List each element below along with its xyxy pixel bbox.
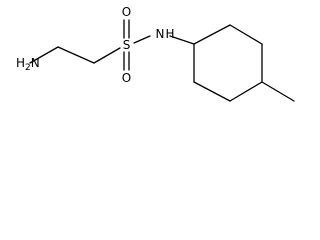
- ring-bond-4: [229, 81, 263, 102]
- skeletal-structure-diagram: H2N S O O N H: [16, 5, 295, 102]
- ring-bond-5: [193, 81, 231, 102]
- ring-bond-2: [229, 24, 263, 45]
- ring-bond-1: [193, 24, 231, 45]
- bond-nitrogen-to-ring: [169, 35, 195, 45]
- bond-amine-to-ch2: [29, 46, 59, 64]
- bond-sulfur-to-nitrogen: [133, 35, 151, 44]
- bond-ch2-to-ch2: [57, 46, 95, 64]
- nitrogen-hydrogen-label: H: [165, 27, 174, 41]
- oxygen-top-label: O: [122, 5, 131, 19]
- bond-ring-to-methyl: [261, 81, 295, 102]
- oxygen-bottom-label: O: [122, 71, 131, 85]
- nitrogen-label: N: [156, 27, 165, 41]
- amine-label: H2N: [16, 56, 40, 73]
- bond-ch2-to-sulfur: [93, 47, 121, 64]
- sulfur-label: S: [123, 38, 131, 52]
